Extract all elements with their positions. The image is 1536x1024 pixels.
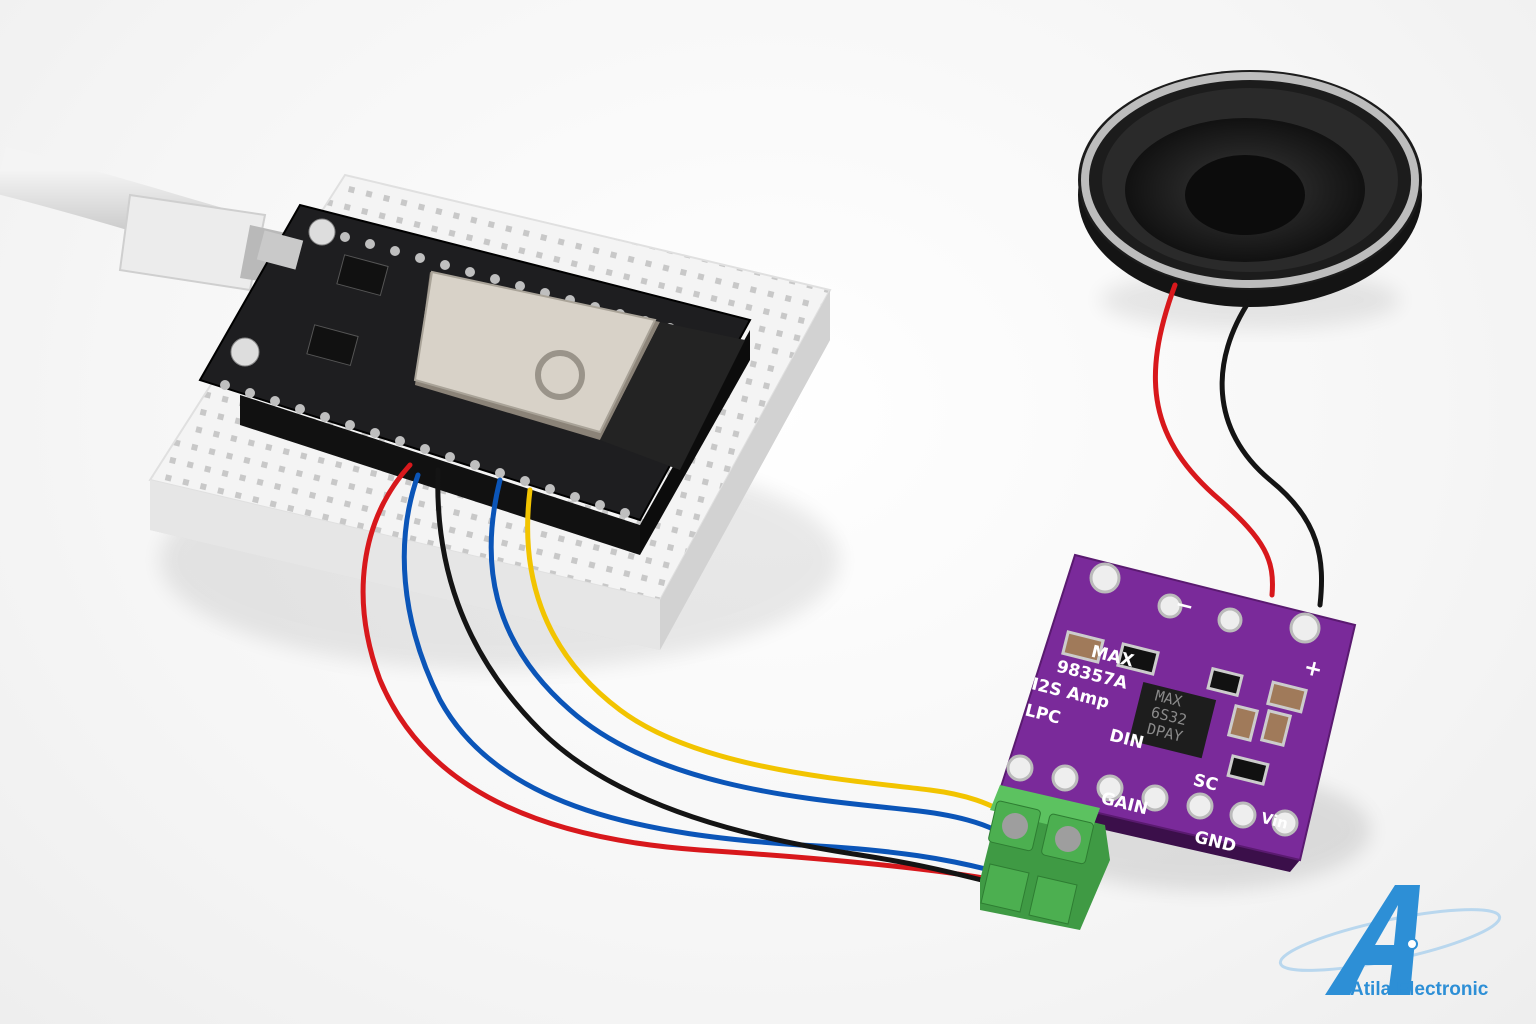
- antenna-area: [600, 322, 745, 470]
- micro-usb-port: [256, 230, 304, 270]
- speaker-dust-cap: [1185, 155, 1305, 235]
- jumper-wire-black: [435, 467, 993, 885]
- speaker-wires: [1152, 282, 1324, 608]
- terminal-screw-2: [1055, 826, 1081, 852]
- terminal-screw-1: [1002, 813, 1028, 839]
- wifi-module-shield: [413, 270, 657, 434]
- minus-terminal-label: −: [1172, 592, 1196, 621]
- logo-a-glyph-icon: [1325, 885, 1420, 995]
- jumper-wires: [360, 462, 1003, 885]
- max98357a-amp-board: MAX 6S32 DPAY MAX 98357A I2S Amp − + LPC…: [995, 553, 1357, 872]
- screw-terminal-block: [980, 785, 1110, 930]
- logo-text: Atila Electronic: [1350, 979, 1489, 1000]
- jumper-wire-blue-1: [401, 472, 993, 873]
- jumper-wire-yellow: [525, 487, 1003, 813]
- smd-components: [1061, 630, 1308, 786]
- boot-button: [230, 337, 260, 367]
- speaker: [1078, 70, 1422, 307]
- usb-uart-chip: [306, 324, 359, 367]
- speaker-wire-black: [1219, 297, 1324, 608]
- module-logo-icon: [535, 350, 585, 400]
- amp-holes: [1006, 562, 1321, 837]
- amp-chip: [1128, 681, 1217, 759]
- atila-electronic-logo: Atila Electronic: [1278, 885, 1502, 1000]
- speaker-wire-red: [1152, 282, 1275, 598]
- jumper-wire-blue-2: [488, 477, 998, 833]
- usb-cable: [0, 146, 295, 292]
- regulator-chip: [336, 254, 389, 297]
- reset-button: [308, 218, 336, 246]
- plus-terminal-label: +: [1301, 655, 1325, 684]
- jumper-wire-red: [360, 462, 998, 883]
- esp32-devboard: [198, 203, 752, 555]
